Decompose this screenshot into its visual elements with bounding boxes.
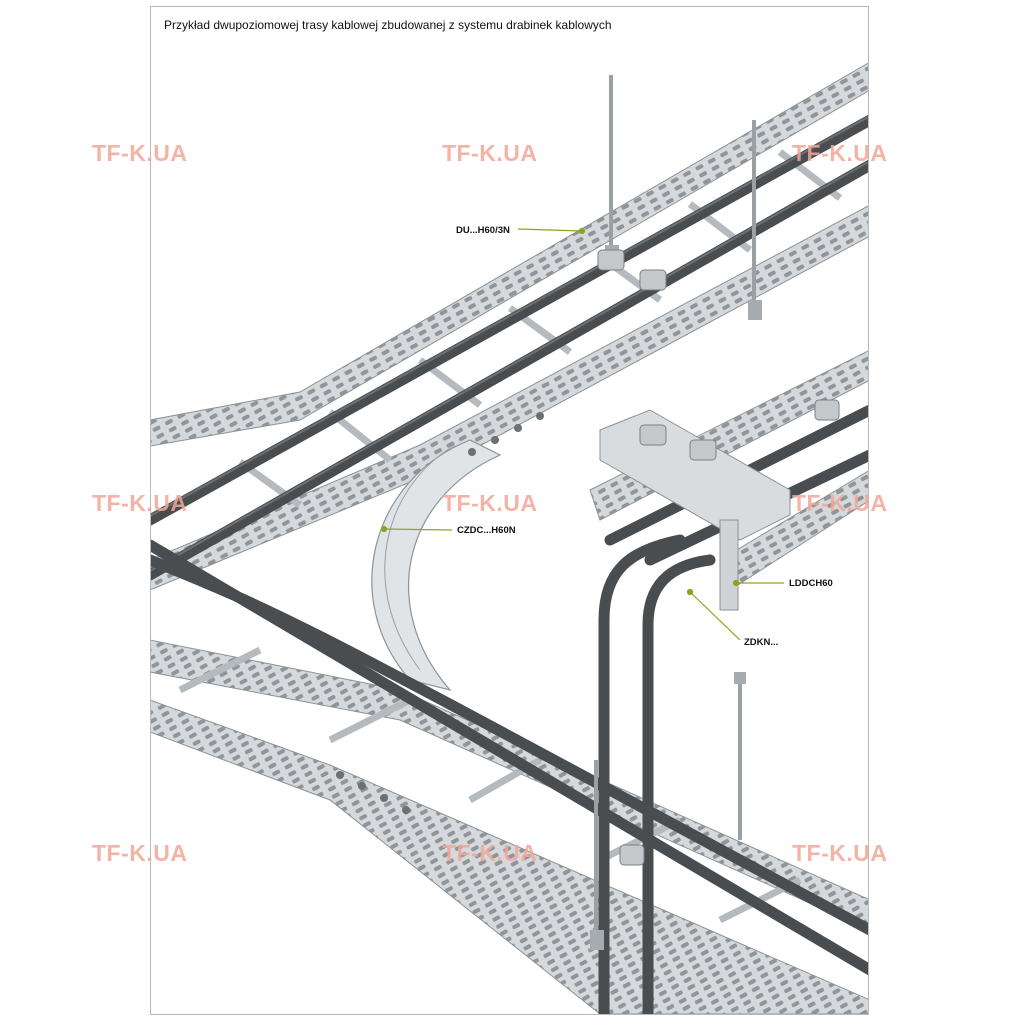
vertical-bend: [371, 412, 544, 692]
watermark: TF-K.UA: [92, 140, 188, 166]
callout-leaders: [380, 227, 784, 641]
watermark: TF-K.UA: [442, 490, 538, 516]
watermark: TF-K.UA: [792, 140, 888, 166]
watermark: TF-K.UA: [442, 840, 538, 866]
lower-ladder: [151, 539, 868, 1014]
watermark: TF-K.UA: [792, 840, 888, 866]
callout-du: DU...H60/3N: [456, 225, 510, 236]
watermark: TF-K.UA: [792, 490, 888, 516]
threaded-rods: [594, 75, 756, 945]
callout-czdc: CZDC...H60N: [457, 525, 516, 536]
diagram-title: Przykład dwupoziomowej trasy kablowej zb…: [164, 18, 612, 32]
vertical-cables: [598, 534, 716, 1014]
watermark: TF-K.UA: [92, 490, 188, 516]
callout-lddch: LDDCH60: [789, 578, 833, 589]
callout-zdkn: ZDKN...: [744, 637, 779, 648]
watermark: TF-K.UA: [92, 840, 188, 866]
watermark: TF-K.UA: [442, 140, 538, 166]
